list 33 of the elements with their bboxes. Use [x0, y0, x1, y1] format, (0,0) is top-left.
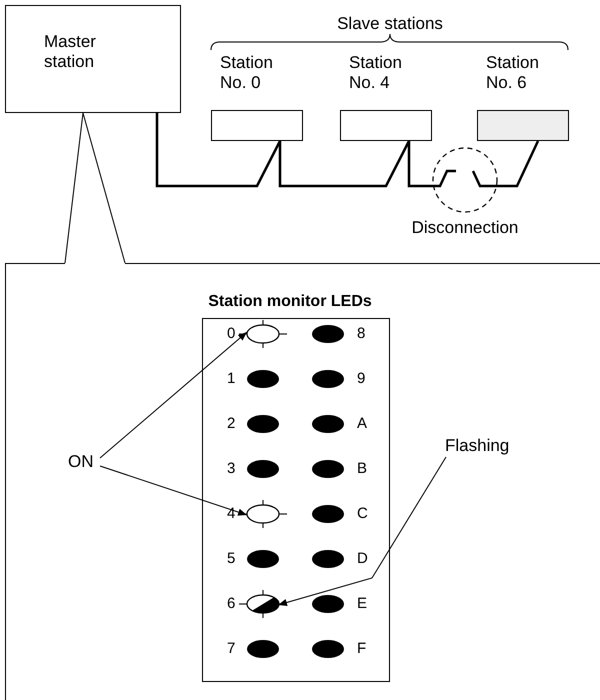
cable [278, 140, 410, 188]
led-number: 9 [357, 369, 366, 389]
broken-cable-end [472, 140, 540, 188]
panel-title: Station monitor LEDs [208, 292, 372, 312]
led-number: F [357, 639, 366, 659]
arrow [278, 456, 446, 606]
group-label: Slave stations [337, 14, 443, 34]
station-box [5, 5, 181, 113]
led-number: A [357, 414, 368, 434]
arrow [100, 466, 248, 516]
callout-label: ON [68, 452, 94, 472]
led-number: B [357, 459, 368, 479]
led-number: 0 [227, 324, 236, 344]
led-number: 7 [227, 639, 236, 659]
callout-label: Flashing [445, 436, 510, 456]
led-number: 5 [227, 549, 236, 569]
arrow [100, 332, 248, 458]
led-number: 3 [227, 459, 236, 479]
broken-cable-end [408, 141, 456, 188]
led-number: 8 [357, 324, 366, 344]
cable [156, 113, 282, 188]
station-label: Station No. 0 [220, 53, 274, 93]
station-label: Station No. 6 [486, 53, 540, 93]
station-label: Master station [44, 32, 97, 72]
led-panel [202, 318, 390, 682]
station-label: Station No. 4 [349, 53, 403, 93]
led-number: 6 [227, 594, 236, 614]
led-number: 2 [227, 414, 236, 434]
note-label: Disconnection [412, 218, 518, 238]
led-number: C [357, 504, 368, 524]
led-number: E [357, 594, 368, 614]
led-number: 1 [227, 369, 236, 389]
led-number: D [357, 549, 368, 569]
